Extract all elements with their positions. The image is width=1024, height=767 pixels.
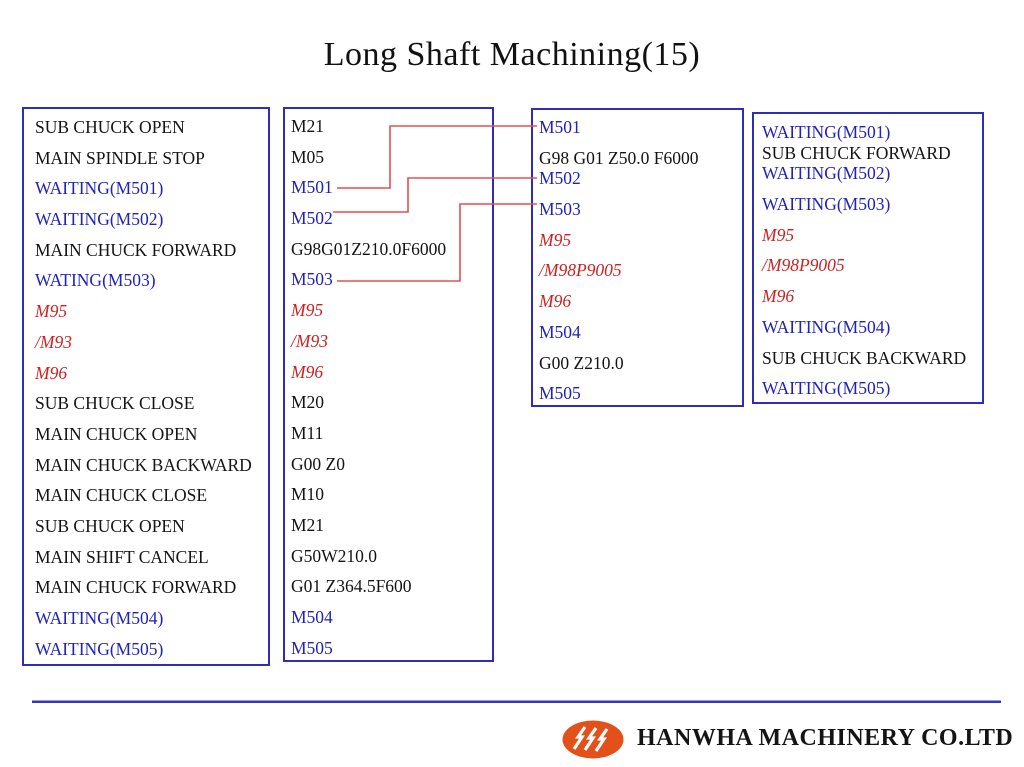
program-line: M502 [291,208,333,229]
program-line: M95 [762,224,795,245]
program-line: G01 Z364.5F600 [291,576,412,597]
program-lines: SUB CHUCK OPEN MAIN SPINDLE STOP WAITING(M… [35,112,264,664]
program-line: SUB CHUCK OPEN [35,515,185,536]
program-line: M10 [291,484,325,505]
program-line: WAITING(M503) [762,194,891,215]
program-line: M11 [291,422,324,443]
program-line: M505 [539,383,581,404]
program-line: MAIN CHUCK FORWARD [35,577,237,598]
program-line: M501 [539,117,581,137]
program-line: G98 G01 Z50.0 F6000 [539,147,699,168]
program-line: WATING(M503) [35,270,156,291]
program-line: M504 [291,607,333,627]
program-line: G00 Z210.0 [539,352,624,373]
program-line: M95 [291,300,324,321]
program-line: WAITING(M501) [35,178,164,199]
program-line: SUB CHUCK OPEN [35,117,185,137]
program-line: MAIN CHUCK BACKWARD [35,454,252,475]
program-line: M05 [291,146,325,167]
program-line: M505 [291,637,333,658]
program-box-main-sequence: SUB CHUCK OPEN MAIN SPINDLE STOP WAITING(M… [22,107,270,666]
program-line: M96 [762,286,795,307]
program-line: M21 [291,116,325,136]
program-line: M504 [539,321,581,342]
program-line: /M98P9005 [539,260,622,281]
program-line: M21 [291,514,325,535]
program-line: M20 [291,392,325,413]
program-line: M95 [539,229,572,250]
hanwha-logo-icon [562,720,624,759]
program-line: M96 [35,362,68,383]
program-line: WAITING(M502) [762,163,891,184]
program-line: G00 Z0 [291,453,345,474]
program-line: MAIN CHUCK FORWARD [35,239,237,260]
program-line: WAITING(M504) [35,608,164,628]
program-line: SUB CHUCK BACKWARD [762,347,967,368]
program-line: WAITING(M504) [762,316,891,337]
program-line: MAIN SHIFT CANCEL [35,546,209,567]
program-line: M501 [291,177,333,198]
program-line: M503 [291,269,333,290]
program-line: SUB CHUCK CLOSE [35,393,195,414]
company-name: HANWHA MACHINERY CO.LTD [637,725,1014,751]
program-line: M96 [291,361,324,382]
program-line: M96 [539,291,572,312]
program-line: M95 [35,301,68,322]
program-line: WAITING(M502) [35,209,164,230]
program-line: WAITING(M505) [35,638,164,659]
program-line: M503 [539,199,581,220]
program-line: WAITING(M501) [762,122,891,142]
program-line: SUB CHUCK FORWARD [762,142,951,163]
footer-divider [32,700,1001,703]
program-line: MAIN SPINDLE STOP [35,147,205,168]
program-line: /M98P9005 [762,255,845,276]
program-line: /M93 [291,330,328,351]
program-line: /M93 [35,331,72,352]
program-line: G98G01Z210.0F6000 [291,238,447,259]
program-line: G50W210.0 [291,545,378,566]
program-line: MAIN CHUCK OPEN [35,423,198,444]
slide-title: Long Shaft Machining(15) [323,36,701,73]
program-line: MAIN CHUCK CLOSE [35,485,208,506]
program-line: WAITING(M505) [762,378,891,399]
program-line: M502 [539,168,581,189]
